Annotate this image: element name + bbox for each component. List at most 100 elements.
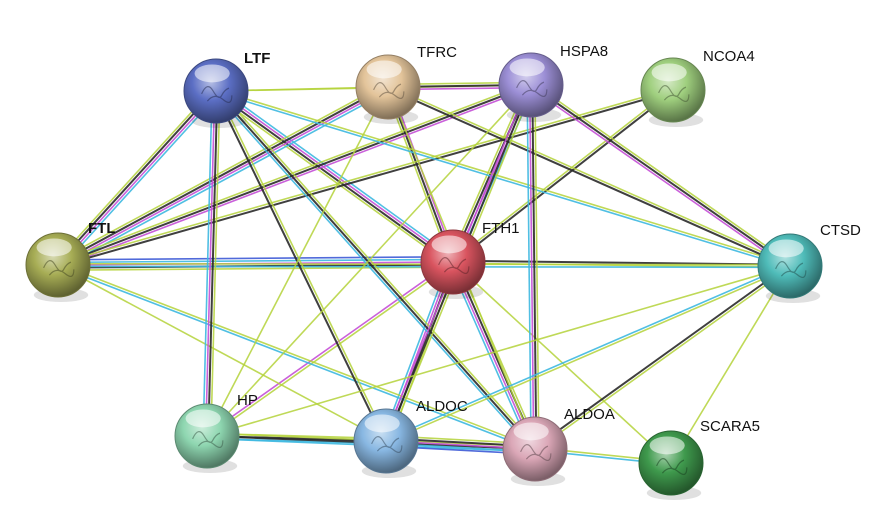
protein-structure-icon xyxy=(373,82,405,99)
edge-ctsd-hp xyxy=(206,265,791,437)
edge-strand-magenta xyxy=(58,87,389,267)
edge-strand-green xyxy=(206,265,791,437)
edge-strand-black xyxy=(213,91,386,443)
node-highlight xyxy=(651,63,687,82)
node-hspa8[interactable] xyxy=(498,52,564,123)
edge-strand-green xyxy=(210,91,221,437)
node-highlight xyxy=(649,436,685,455)
node-highlight xyxy=(509,58,545,77)
node-label-ftl: FTL xyxy=(88,220,116,237)
protein-structure-icon xyxy=(658,85,690,102)
protein-structure-icon xyxy=(192,431,224,448)
edge-tfrc-hp xyxy=(206,86,389,437)
edge-strand-black xyxy=(215,90,536,450)
edge-strand-black xyxy=(56,89,216,265)
edge-strand-magenta xyxy=(216,89,455,262)
edge-ltf-hp xyxy=(202,90,221,437)
edge-strand-green xyxy=(534,84,540,450)
node-highlight xyxy=(36,238,72,257)
edge-strand-black xyxy=(533,264,790,449)
edge-strand-magenta xyxy=(205,260,453,436)
node-label-aldoc: ALDOC xyxy=(416,398,468,415)
node-highlight xyxy=(185,409,221,428)
edge-tfrc-ctsd xyxy=(387,85,791,269)
edge-ftl-aldoa xyxy=(57,263,536,451)
node-label-hspa8: HSPA8 xyxy=(560,43,608,60)
edge-strand-magenta xyxy=(529,86,789,269)
edge-ftl-aldoc xyxy=(57,264,387,442)
protein-structure-icon xyxy=(43,260,75,277)
edge-strand-cyan xyxy=(60,93,220,269)
edge-strand-blue xyxy=(57,256,454,261)
protein-structure-icon xyxy=(656,458,688,475)
edge-strand-black xyxy=(387,87,790,269)
node-highlight xyxy=(513,422,549,441)
edge-strand-magenta xyxy=(528,84,535,450)
node-aldoa[interactable] xyxy=(502,416,568,487)
node-fth1[interactable] xyxy=(420,229,486,300)
edge-strand-green xyxy=(55,82,387,263)
node-highlight xyxy=(366,60,402,79)
node-label-scara5: SCARA5 xyxy=(700,418,760,435)
node-highlight xyxy=(768,239,804,258)
edge-ltf-aldoc xyxy=(213,90,388,443)
edge-strand-black xyxy=(531,84,538,450)
protein-structure-icon xyxy=(201,86,233,103)
node-ctsd[interactable] xyxy=(757,233,823,304)
edge-ctsd-aldoa xyxy=(533,264,792,451)
edge-strand-green xyxy=(670,265,791,464)
node-scara5[interactable] xyxy=(638,430,704,501)
edge-strand-green xyxy=(57,87,673,265)
protein-structure-icon xyxy=(775,261,807,278)
edge-strand-cyan xyxy=(215,91,790,268)
edge-hspa8-aldoa xyxy=(526,84,540,450)
edge-hspa8-hp xyxy=(206,84,532,437)
edge-strand-black xyxy=(530,84,791,267)
node-label-aldoa: ALDOA xyxy=(564,406,615,423)
edge-strand-cyan xyxy=(202,90,213,436)
node-ltf[interactable] xyxy=(183,58,249,129)
edge-fth1-ncoa4 xyxy=(451,88,675,264)
edge-strand-green xyxy=(58,263,536,449)
node-label-fth1: FTH1 xyxy=(482,220,520,237)
node-ncoa4[interactable] xyxy=(640,57,706,128)
node-aldoc[interactable] xyxy=(353,408,419,479)
edge-ltf-ctsd xyxy=(215,89,791,268)
edge-strand-green xyxy=(217,88,538,448)
node-label-tfrc: TFRC xyxy=(417,44,457,61)
node-highlight xyxy=(194,64,230,83)
node-label-ltf: LTF xyxy=(244,50,270,67)
edge-strand-black xyxy=(214,91,453,264)
node-label-ncoa4: NCOA4 xyxy=(703,48,755,65)
edge-strand-cyan xyxy=(57,258,454,264)
edge-strand-cyan xyxy=(385,264,790,441)
edge-strand-magenta xyxy=(451,262,535,450)
edge-strand-black xyxy=(56,85,388,265)
edge-strand-green xyxy=(57,264,387,442)
edge-hspa8-ctsd xyxy=(529,82,792,269)
edge-ftl-ltf xyxy=(54,87,220,269)
edge-strand-green xyxy=(56,81,531,264)
edge-strand-black xyxy=(453,90,675,264)
edge-strand-green xyxy=(216,89,791,266)
protein-structure-icon xyxy=(520,444,552,461)
edge-strand-green xyxy=(451,88,673,262)
edge-strand-green xyxy=(532,82,792,265)
edge-ftl-tfrc xyxy=(55,82,391,270)
protein-structure-icon xyxy=(371,436,403,453)
edge-strand-green xyxy=(54,87,214,263)
edge-strand-magenta xyxy=(204,90,216,437)
edge-ctsd-aldoc xyxy=(385,264,791,443)
edge-strand-cyan xyxy=(448,263,533,451)
protein-structure-icon xyxy=(438,257,470,274)
edge-ctsd-scara5 xyxy=(670,265,791,464)
node-ftl[interactable] xyxy=(25,232,91,303)
node-highlight xyxy=(364,414,400,433)
node-hp[interactable] xyxy=(174,403,240,474)
edge-strand-green xyxy=(535,266,792,451)
edge-strand-black xyxy=(58,90,674,268)
edge-strand-cyan xyxy=(57,265,535,451)
node-tfrc[interactable] xyxy=(355,54,421,125)
